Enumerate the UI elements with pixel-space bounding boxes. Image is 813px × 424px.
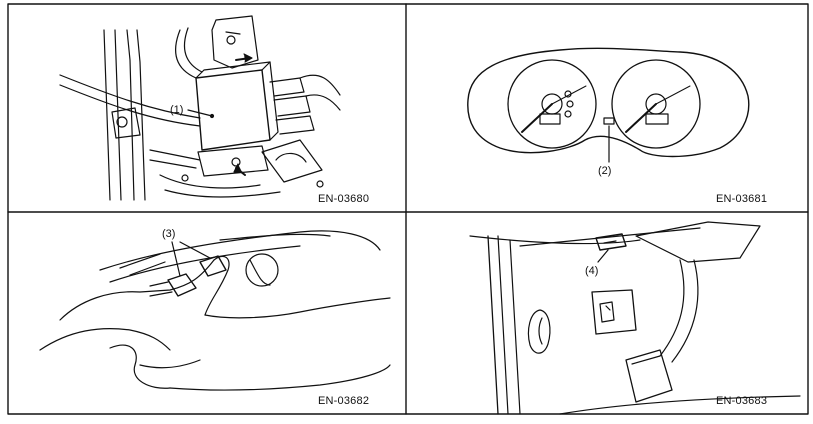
panel-4-illustration <box>469 221 801 415</box>
callout-label-4: (4) <box>585 265 599 277</box>
callout-label-1: (1) <box>170 104 184 116</box>
panel-3-illustration <box>39 230 391 391</box>
panel-2-illustration <box>467 47 750 163</box>
figure-code-3: EN-03682 <box>318 395 370 407</box>
figure-code-1: EN-03680 <box>318 193 370 205</box>
panel-1-illustration <box>59 15 341 201</box>
callout-label-3: (3) <box>162 228 176 240</box>
panel-grid <box>7 3 809 415</box>
callout-label-2: (2) <box>598 165 612 177</box>
figure-code-4: EN-03683 <box>716 395 768 407</box>
figure-code-2: EN-03681 <box>716 193 768 205</box>
